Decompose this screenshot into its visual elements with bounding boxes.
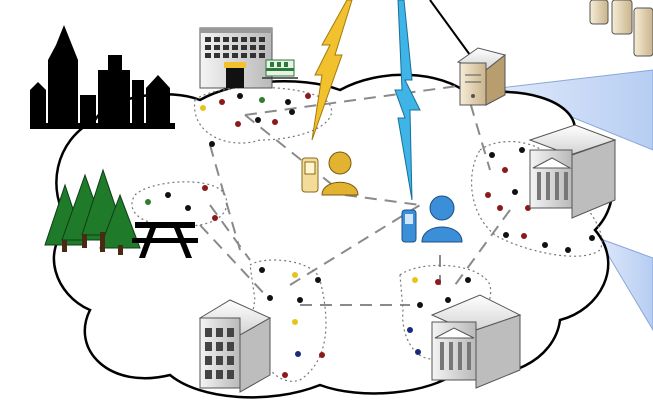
sensor-dot <box>212 215 218 221</box>
sensor-dot <box>259 97 265 103</box>
sensor-dot <box>519 147 525 153</box>
sensor-dot <box>542 242 548 248</box>
sensor-dot <box>497 205 503 211</box>
window <box>205 53 211 58</box>
window <box>205 37 211 42</box>
database-cluster-icon <box>589 0 653 57</box>
connection-lines <box>199 84 511 306</box>
tree-icon <box>44 168 141 249</box>
sensor-dot <box>417 302 423 308</box>
window <box>205 45 211 50</box>
sensor-dot <box>219 99 225 105</box>
server-icon <box>456 47 507 106</box>
mobile-user-phone <box>401 195 463 243</box>
cluster-dots <box>145 93 595 378</box>
window <box>214 45 220 50</box>
sensor-dot <box>202 185 208 191</box>
sensor-dot <box>289 109 295 115</box>
window <box>216 342 223 351</box>
sensor-dot <box>272 119 278 125</box>
sensor-dot <box>412 277 418 283</box>
sensor-dot <box>235 121 241 127</box>
window <box>250 53 256 58</box>
sensor-dot <box>465 277 471 283</box>
sensor-dot <box>503 232 509 238</box>
picnic-table-icon <box>132 222 198 258</box>
sensor-dot <box>319 352 325 358</box>
sensor-dot <box>485 192 491 198</box>
window <box>216 370 223 379</box>
window <box>232 53 238 58</box>
office-building <box>199 27 273 89</box>
antenna-line <box>429 0 471 56</box>
window <box>241 45 247 50</box>
sensor-dot <box>237 93 243 99</box>
sensor-dot <box>565 247 571 253</box>
window <box>205 356 212 365</box>
sensor-dot <box>435 279 441 285</box>
window <box>227 328 234 337</box>
sensor-dot <box>292 319 298 325</box>
sensor-dot <box>512 189 518 195</box>
museum-building-bottom <box>430 294 522 389</box>
window <box>259 37 265 42</box>
window <box>216 356 223 365</box>
sensor-dot <box>295 351 301 357</box>
sensor-dot <box>282 372 288 378</box>
train-icon <box>262 59 298 79</box>
sensor-dot <box>209 141 215 147</box>
sensor-dot <box>407 327 413 333</box>
window <box>227 356 234 365</box>
window <box>214 53 220 58</box>
mobile-user-pda <box>301 151 359 196</box>
lightning-blue-icon <box>394 0 421 201</box>
sensor-dot <box>255 117 261 123</box>
sensor-dot <box>259 267 265 273</box>
window <box>223 37 229 42</box>
lightning-yellow-icon <box>311 0 353 141</box>
sensor-dot <box>305 93 311 99</box>
window <box>227 370 234 379</box>
sensor-dot <box>267 295 273 301</box>
window <box>250 45 256 50</box>
sensor-dot <box>445 297 451 303</box>
window <box>241 53 247 58</box>
window <box>227 342 234 351</box>
window <box>232 37 238 42</box>
sensor-dot <box>165 192 171 198</box>
window <box>205 342 212 351</box>
window <box>214 37 220 42</box>
sensor-dot <box>315 277 321 283</box>
apartment-building <box>198 299 272 393</box>
sensor-dot <box>200 105 206 111</box>
sensor-dot <box>285 99 291 105</box>
sensor-dot <box>502 167 508 173</box>
sensor-dot <box>185 205 191 211</box>
sensor-dot <box>589 235 595 241</box>
sensor-dot <box>521 233 527 239</box>
beam-upper <box>499 69 653 151</box>
window <box>250 37 256 42</box>
window <box>223 53 229 58</box>
beam-lower <box>596 237 653 331</box>
sensor-dot <box>415 349 421 355</box>
forest-picnic <box>44 168 198 258</box>
city-skyline <box>30 25 175 129</box>
window <box>259 53 265 58</box>
window <box>205 328 212 337</box>
sensor-dot <box>292 272 298 278</box>
sensor-dot <box>489 152 495 158</box>
window <box>205 370 212 379</box>
window <box>232 45 238 50</box>
sensor-dot <box>297 297 303 303</box>
window <box>241 37 247 42</box>
museum-building-right <box>528 124 617 219</box>
window <box>223 45 229 50</box>
window <box>259 45 265 50</box>
window <box>216 328 223 337</box>
sensor-dot <box>145 199 151 205</box>
